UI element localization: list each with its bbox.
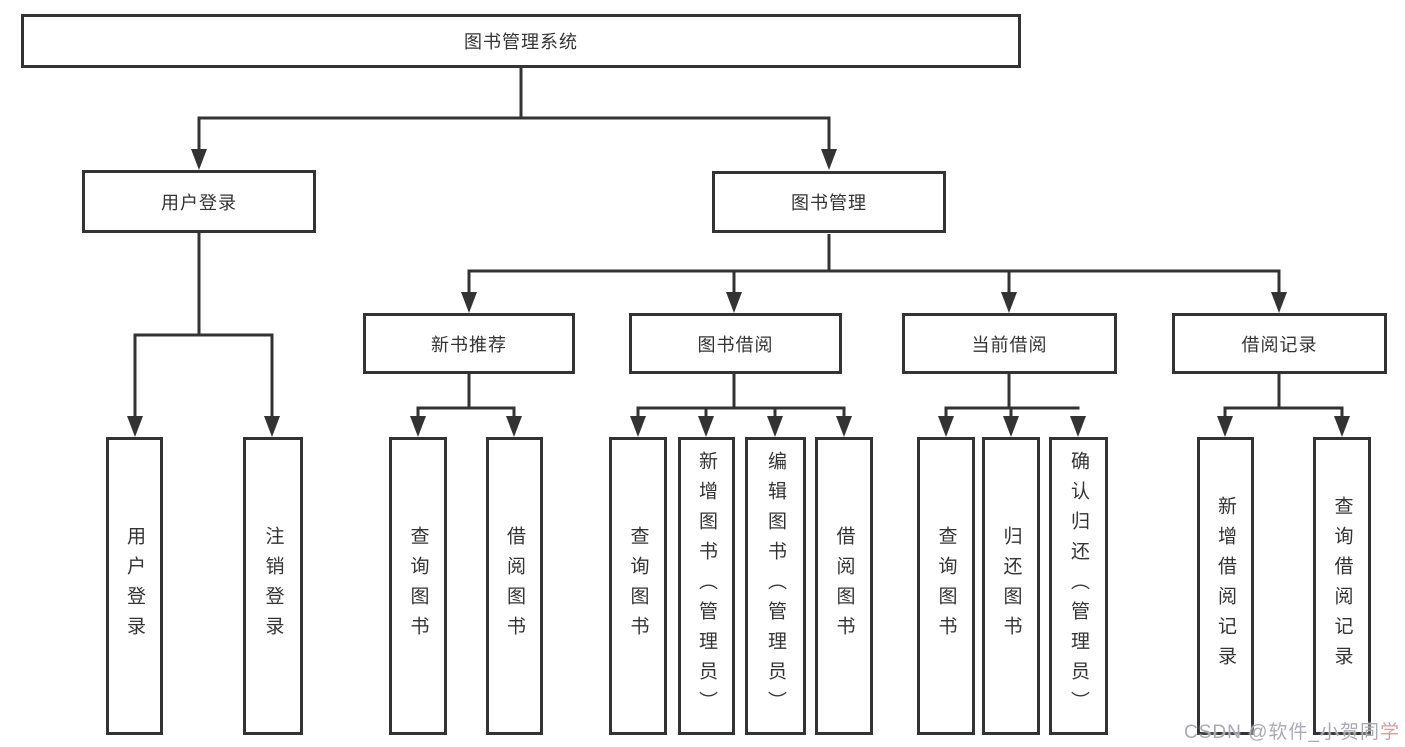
node-leaf-query-books-borrowing: 查询图书 [609,437,667,735]
node-borrow-records-label: 借阅记录 [1241,334,1318,355]
node-root: 图书管理系统 [21,14,1021,68]
node-leaf-query-borrow-record: 查询借阅记录 [1313,437,1371,735]
node-book-borrowing: 图书借阅 [629,313,842,374]
node-leaf-query-borrow-record-label: 查询借阅记录 [1331,496,1353,676]
node-leaf-user-login: 用户登录 [106,437,163,735]
csdn-watermark-accent: 学 [1379,722,1400,743]
node-book-borrowing-label: 图书借阅 [697,334,774,355]
node-book-management: 图书管理 [712,171,946,233]
node-current-borrowing-label: 当前借阅 [971,334,1048,355]
node-leaf-add-borrow-record: 新增借阅记录 [1197,437,1254,735]
node-leaf-query-books-recommend-label: 查询图书 [407,526,429,646]
node-leaf-user-login-label: 用户登录 [124,526,145,646]
node-leaf-edit-book-admin-label: 编辑图书（管理员） [765,451,786,721]
node-leaf-add-book-admin: 新增图书（管理员） [678,437,735,735]
csdn-watermark: CSDN @软件_小贺同学 [1184,717,1400,744]
node-user-login-label: 用户登录 [161,192,237,213]
node-user-login: 用户登录 [82,170,316,233]
node-leaf-logout-label: 注销登录 [262,526,284,646]
csdn-watermark-main: CSDN @软件_小贺同 [1184,722,1380,743]
node-leaf-query-books-recommend: 查询图书 [389,437,447,735]
node-leaf-confirm-return-admin-label: 确认归还（管理员） [1068,451,1089,721]
node-new-book-recommend-label: 新书推荐 [431,334,507,355]
node-leaf-return-book: 归还图书 [982,437,1040,735]
node-leaf-return-book-label: 归还图书 [1000,526,1022,646]
node-leaf-edit-book-admin: 编辑图书（管理员） [745,437,806,735]
node-book-management-label: 图书管理 [791,193,867,213]
node-borrow-records: 借阅记录 [1172,313,1387,374]
node-leaf-query-books-current-label: 查询图书 [935,526,957,646]
node-leaf-add-book-admin-label: 新增图书（管理员） [696,451,717,721]
node-leaf-query-books-current: 查询图书 [917,437,975,735]
node-leaf-borrow-book: 借阅图书 [815,437,873,735]
node-current-borrowing: 当前借阅 [902,313,1117,374]
node-leaf-borrow-book-recommend-label: 借阅图书 [504,526,525,646]
node-leaf-query-books-borrowing-label: 查询图书 [627,526,649,646]
arrowheads [127,149,1350,437]
node-leaf-borrow-book-recommend: 借阅图书 [486,437,543,735]
node-leaf-borrow-book-label: 借阅图书 [833,526,855,646]
node-leaf-logout: 注销登录 [243,437,303,735]
node-new-book-recommend: 新书推荐 [363,313,575,374]
node-leaf-add-borrow-record-label: 新增借阅记录 [1215,496,1236,676]
node-root-label: 图书管理系统 [464,32,578,52]
node-leaf-confirm-return-admin: 确认归还（管理员） [1049,437,1108,735]
